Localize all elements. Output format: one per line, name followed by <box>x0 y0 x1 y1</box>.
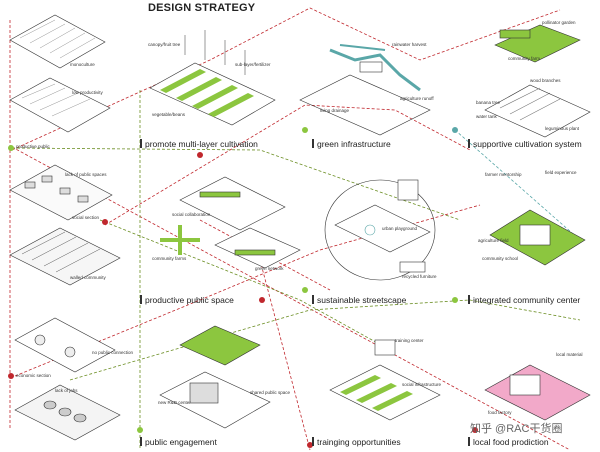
walled-community-label: walled community <box>70 275 106 280</box>
section-label: local food prodiction <box>473 437 549 447</box>
section-supportive-cultivation-system: supportive cultivation system <box>468 139 582 149</box>
lack-of-public-spaces-block <box>9 164 113 221</box>
local-food-prodiction-illustration <box>484 364 591 421</box>
annotation-field-experience: field experience <box>545 170 577 175</box>
sustainable-streetscape-illustration <box>324 179 436 281</box>
page-title: DESIGN STRATEGY <box>148 2 256 14</box>
public-engagement-illustration <box>159 325 271 429</box>
monoculture-label: monoculture <box>70 62 95 67</box>
annotation-sub-layer-fertilizer: sub-layer/fertilizer <box>235 62 271 67</box>
annotation-agriculture-field: agriculture field <box>478 238 509 243</box>
annotation-vegetable-beans: vegetable/beans <box>152 112 186 117</box>
economic-section-label: economic section <box>16 373 51 378</box>
annotation-community-farm: community farm <box>508 56 541 61</box>
annotation-leguminous-plant: leguminous plant <box>545 126 580 131</box>
section-marker <box>312 295 314 304</box>
section-sustainable-streetscape: sustainable streetscape <box>312 295 406 305</box>
section-trainging-opportunities: trainging opportunities <box>312 437 401 447</box>
junction-dots <box>8 127 478 448</box>
section-marker <box>468 295 470 304</box>
section-label: productive public space <box>145 295 234 305</box>
low-productivity-block <box>9 77 111 133</box>
lack-of-jobs-block <box>14 384 121 441</box>
section-label: sustainable streetscape <box>317 295 407 305</box>
annotation-community-school: community school <box>482 256 519 261</box>
integrated-community-center-illustration <box>489 209 586 266</box>
trainging-opportunities-illustration <box>329 339 441 421</box>
watermark: 知乎 @RAC干货圈 <box>470 423 563 435</box>
annotation-wood-branches: wood branches <box>530 78 561 83</box>
annotation-green-network: green network <box>255 266 284 271</box>
section-label: integrated community center <box>473 295 581 305</box>
annotation-new-rd-center: new R&D center <box>158 400 191 405</box>
low-productivity-label: low productivity <box>72 90 103 95</box>
annotation-local-material: local material <box>556 352 583 357</box>
productive-public-space-illustration <box>160 176 301 269</box>
section-public-engagement: public engagement <box>140 437 217 447</box>
section-marker <box>468 139 470 148</box>
annotation-canopy-fruit-tree: canopy/fruit tree <box>148 42 181 47</box>
section-marker <box>312 139 314 148</box>
annotation-food-factory: food factory <box>488 410 512 415</box>
annotation-pollinator-garden: pollinator garden <box>542 20 576 25</box>
section-label: trainging opportunities <box>317 437 401 447</box>
left-column-illustrations <box>9 14 121 441</box>
annotation-shared-public-space: shared public space <box>250 390 291 395</box>
section-integrated-community-center: integrated community center <box>468 295 580 305</box>
section-marker <box>468 437 470 446</box>
annotation-rainwater-harvest: rainwater harvest <box>392 42 427 47</box>
annotation-agriculture-runoff: agriculture runoff <box>400 96 434 101</box>
productive-public-label: productive public <box>16 144 50 149</box>
green-infrastructure-illustration <box>299 44 431 136</box>
section-marker <box>140 437 142 446</box>
walled-community-block <box>9 227 121 286</box>
no-public-connection-label: no public connection <box>92 350 134 355</box>
annotation-community-farms: community farms <box>152 256 187 261</box>
section-label: promote multi-layer cultivation <box>145 139 258 149</box>
connection-lines <box>9 7 581 451</box>
supportive-cultivation-illustration <box>484 24 591 138</box>
section-local-food-prodiction: local food prodiction <box>468 437 549 447</box>
no-public-connection-block <box>14 317 116 373</box>
annotation-urban-playground: urban playground <box>382 226 418 231</box>
annotation-recycled-furniture: recycled furniture <box>402 274 437 279</box>
section-productive-public-space: productive public space <box>140 295 234 305</box>
annotation-training-center: training center <box>395 338 424 343</box>
section-label: public engagement <box>145 437 217 447</box>
multi-layer-cultivation-illustration <box>149 30 276 126</box>
section-label: green infrastructure <box>317 139 391 149</box>
monoculture-block <box>9 14 106 69</box>
section-promote-multi-layer-cultivation: promote multi-layer cultivation <box>140 139 258 149</box>
section-marker <box>140 295 142 304</box>
lack-of-jobs-label: lack of jobs <box>55 388 78 393</box>
social-section-label: social section <box>72 215 100 220</box>
annotation-living-drainage: living drainage <box>320 108 350 113</box>
lack-of-public-spaces-label: lack of public spaces <box>65 172 107 177</box>
annotation-social-infrastructure: social infrastructure <box>402 382 442 387</box>
annotation-water-tank: water tank <box>476 114 497 119</box>
section-label: supportive cultivation system <box>473 139 582 149</box>
annotation-social-collaboration: social collaboration <box>172 212 211 217</box>
annotation-banana-tree: banana tree <box>476 100 501 105</box>
section-green-infrastructure: green infrastructure <box>312 139 391 149</box>
section-marker <box>312 437 314 446</box>
annotation-farmer-mentorship: farmer mentorship <box>485 172 522 177</box>
section-marker <box>140 139 142 148</box>
